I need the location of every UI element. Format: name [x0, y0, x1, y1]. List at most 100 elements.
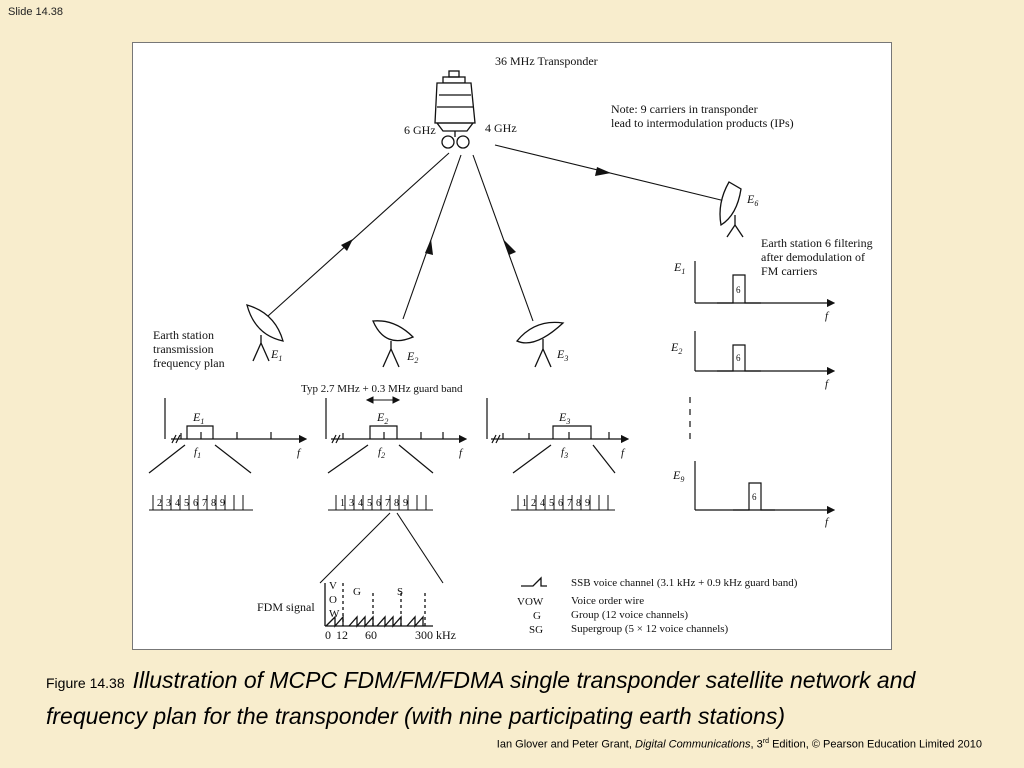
group-marker: G [353, 586, 361, 598]
network-diagram: 36 MHz Transponder 6 GHz 4 GHz Note: 9 c… [148, 54, 873, 642]
transponder-label: 36 MHz Transponder [495, 54, 598, 68]
e3-ch-0: 1 [522, 498, 527, 509]
rx-plot-channel-e2: 6 [736, 353, 741, 363]
e1-ch-7: 9 [220, 498, 225, 509]
credit-publisher: Edition, © Pearson Education Limited 201… [772, 738, 982, 751]
slide-number: Slide 14.38 [8, 6, 64, 18]
rx-filter-plot-e2 [694, 331, 836, 376]
e2-axis-f-label: f [459, 447, 464, 459]
e2-channel-numbers: 1 3 4 5 6 7 8 9 [340, 498, 408, 509]
legend-text-ssb: SSB voice channel (3.1 kHz + 0.9 kHz gua… [571, 577, 798, 589]
e3-ch-3: 5 [549, 498, 554, 509]
satellite-dish-icon-e1 [246, 304, 284, 362]
f1-label: f1 [194, 446, 201, 460]
satellite-dish-icon-e6 [719, 181, 744, 238]
fdm-tick-60: 60 [365, 628, 377, 642]
credit-book-title: Digital Communications [635, 738, 751, 751]
e1-ch-4: 6 [193, 498, 198, 509]
rx-plot-axis-e2: f [825, 378, 830, 390]
tx-caption-line-1: Earth station [153, 328, 214, 342]
legend-text-supergroup: Supergroup (5 × 12 voice channels) [571, 623, 729, 635]
e2-ch-3: 5 [367, 498, 372, 509]
rx-filter-plot-e9 [694, 461, 836, 515]
legend-symbol-g: G [533, 610, 541, 622]
note-line-2: lead to intermodulation products (IPs) [611, 116, 794, 130]
rx-filter-plot-e1 [694, 261, 836, 308]
fdm-tick-12: 12 [336, 628, 348, 642]
satellite-dish-icon-e3 [515, 321, 565, 368]
uplink-freq-label: 6 GHz [404, 123, 436, 137]
rx-plot-axis-e9: f [825, 516, 830, 528]
e1-ch-1: 3 [166, 498, 171, 509]
e1-ch-6: 8 [211, 498, 216, 509]
station-e1-label: E1 [270, 347, 282, 363]
e3-ch-5: 7 [567, 498, 572, 509]
e3-channel-numbers: 1 2 4 5 6 7 8 9 [522, 498, 590, 509]
e1-ch-2: 4 [175, 498, 180, 509]
f3-label: f3 [561, 446, 568, 460]
figure-panel: 36 MHz Transponder 6 GHz 4 GHz Note: 9 c… [132, 42, 892, 650]
e3-spectrum-label: E3 [558, 410, 570, 426]
e2-ch-0: 1 [340, 498, 345, 509]
e1-ch-5: 7 [202, 498, 207, 509]
vow-letter-o: O [329, 594, 337, 606]
e3-channel-strip [511, 495, 615, 511]
e2-ch-4: 6 [376, 498, 381, 509]
fdm-spectrum-plot [324, 583, 433, 628]
radio-links [267, 144, 726, 322]
satellite-icon [434, 70, 476, 149]
legend-texts: SSB voice channel (3.1 kHz + 0.9 kHz gua… [571, 577, 798, 635]
station-e2-label: E2 [406, 349, 418, 365]
station-e3-label: E3 [556, 347, 568, 363]
e1-axis-f-label: f [297, 447, 302, 459]
rx-caption-line-2: after demodulation of [761, 250, 865, 264]
tx-spectrum-e3 [486, 398, 630, 474]
e3-ch-7: 9 [585, 498, 590, 509]
vow-letter-v: V [329, 580, 337, 592]
e6-label: E6 [746, 192, 758, 208]
rx-plot-label-e1: E1 [673, 260, 685, 276]
e2-spectrum-label: E2 [376, 410, 388, 426]
credit-edition-suffix: rd [762, 738, 770, 745]
note-line-1: Note: 9 carriers in transponder [611, 102, 758, 116]
rx-plot-label-e9: E9 [672, 468, 684, 484]
rx-plot-channel-e1: 6 [736, 285, 741, 295]
rx-plot-label-e2: E2 [670, 340, 682, 356]
fdm-signal-label: FDM signal [257, 600, 315, 614]
e2-ch-6: 8 [394, 498, 399, 509]
credit-edition-number: 3 [756, 738, 763, 751]
e2-channel-strip [328, 495, 433, 511]
guard-band-arrow [365, 396, 401, 404]
supergroup-marker: S [397, 586, 403, 598]
satellite-dish-icon-e2 [372, 320, 415, 368]
e2-ch-7: 9 [403, 498, 408, 509]
fdm-tick-labels: 0 12 60 300 kHz [325, 628, 456, 642]
e3-ch-2: 4 [540, 498, 545, 509]
ssb-channel-symbol-icon [521, 576, 547, 587]
e1-ch-3: 5 [184, 498, 189, 509]
rx-caption-line-1: Earth station 6 filtering [761, 236, 873, 250]
tx-spectrum-e1 [148, 398, 308, 474]
legend-symbols: VOW G SG [517, 596, 544, 636]
e1-channel-strip [149, 495, 253, 511]
legend-symbol-sg: SG [529, 624, 543, 636]
legend-symbol-vow: VOW [517, 596, 544, 608]
rx-plot-axis-e1: f [825, 310, 830, 322]
tx-caption-line-3: frequency plan [153, 356, 225, 370]
figure-title: Illustration of MCPC FDM/FM/FDMA single … [46, 667, 916, 729]
fdm-tick-300: 300 kHz [415, 628, 456, 642]
e3-ch-6: 8 [576, 498, 581, 509]
e3-ch-4: 6 [558, 498, 563, 509]
fdm-zoom-lines [319, 512, 444, 584]
credit-authors: Ian Glover and Peter Grant, [496, 738, 632, 751]
source-credit: Ian Glover and Peter Grant, Digital Comm… [496, 738, 982, 751]
f2-label: f2 [378, 446, 385, 460]
e2-ch-2: 4 [358, 498, 363, 509]
rx-plot-channel-e9: 6 [752, 492, 757, 502]
e3-axis-f-label: f [621, 447, 626, 459]
tx-caption-line-2: transmission [153, 342, 214, 356]
link-arrowheads [341, 167, 611, 255]
e2-ch-1: 3 [349, 498, 354, 509]
rx-caption-line-3: FM carriers [761, 264, 818, 278]
